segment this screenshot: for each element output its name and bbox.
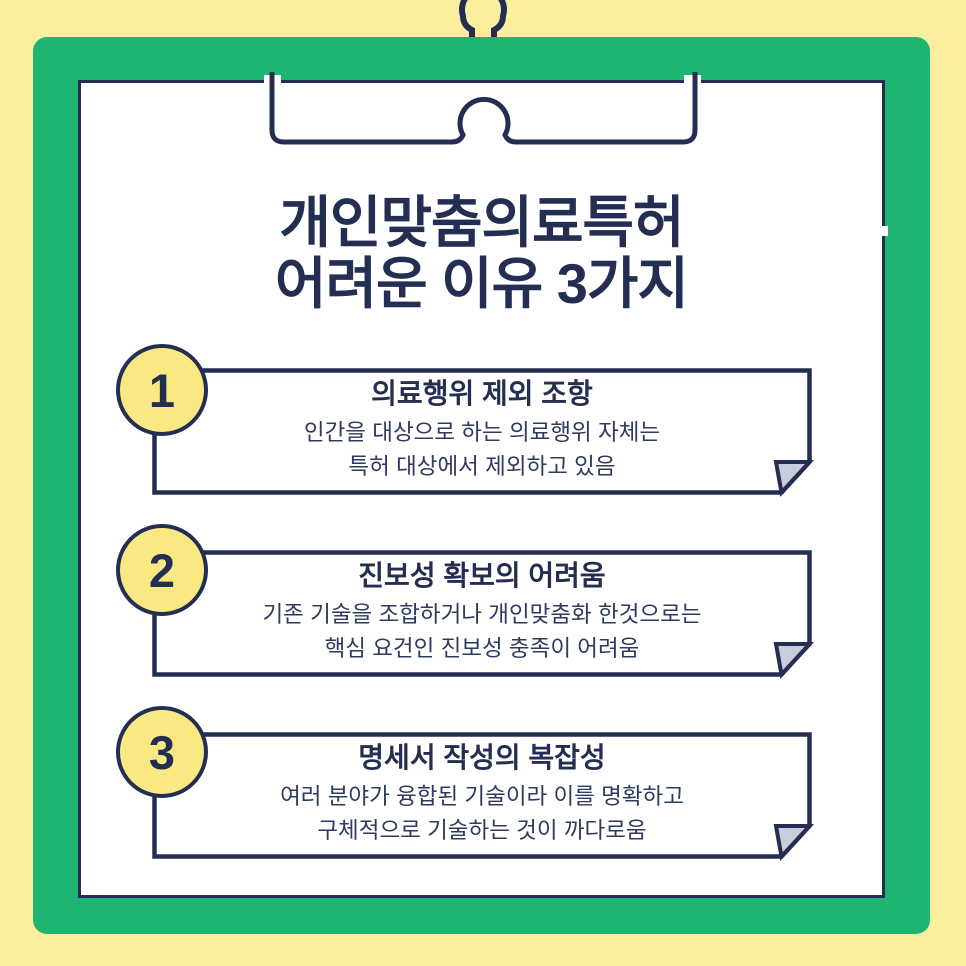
clip-bar-icon [264, 72, 701, 145]
folded-corner-icon [773, 824, 815, 861]
card-body: 여러 분야가 융합된 기술이라 이를 명확하고 구체적으로 기술하는 것이 까다… [280, 780, 684, 848]
card-body-line: 인간을 대상으로 하는 의료행위 자체는 [303, 420, 661, 445]
badge-number: 1 [148, 363, 176, 417]
card-body-line: 핵심 요건인 진보성 충족이 어려움 [324, 636, 640, 661]
reason-number-badge-1: 1 [116, 344, 208, 436]
page-title: 개인맞춤의료특허 어려운 이유 3가지 [78, 192, 885, 314]
badge-number: 2 [148, 543, 176, 597]
paper-border-notch [879, 226, 888, 236]
card-content: 의료행위 제외 조항 인간을 대상으로 하는 의료행위 자체는 특허 대상에서 … [152, 368, 812, 495]
badge-number: 3 [148, 725, 176, 779]
card-body-line: 기존 기술을 조합하거나 개인맞춤화 한것으로는 [262, 602, 702, 627]
card-body-line: 여러 분야가 융합된 기술이라 이를 명확하고 [280, 784, 684, 809]
page-title-line1: 개인맞춤의료특허 [279, 191, 684, 254]
card-body: 기존 기술을 조합하거나 개인맞춤화 한것으로는 핵심 요건인 진보성 충족이 … [262, 598, 701, 666]
card-heading: 진보성 확보의 어려움 [358, 560, 606, 591]
card-shape [152, 368, 815, 497]
clip-ring-icon [459, 0, 507, 42]
card-heading: 의료행위 제외 조항 [371, 378, 593, 409]
card-body-line: 구체적으로 기술하는 것이 까다로움 [317, 818, 647, 843]
reason-number-badge-3: 3 [116, 706, 208, 798]
reason-card-2: 진보성 확보의 어려움 기존 기술을 조합하거나 개인맞춤화 한것으로는 핵심 … [152, 550, 815, 679]
card-shape [152, 550, 815, 679]
reason-card-1: 의료행위 제외 조항 인간을 대상으로 하는 의료행위 자체는 특허 대상에서 … [152, 368, 815, 497]
folded-corner-icon [773, 642, 815, 679]
card-content: 명세서 작성의 복잡성 여러 분야가 융합된 기술이라 이를 명확하고 구체적으… [152, 732, 812, 859]
card-body: 인간을 대상으로 하는 의료행위 자체는 특허 대상에서 제외하고 있음 [304, 416, 660, 484]
folded-corner-icon [773, 460, 815, 497]
page-title-line2: 어려운 이유 3가지 [275, 252, 689, 315]
card-content: 진보성 확보의 어려움 기존 기술을 조합하거나 개인맞춤화 한것으로는 핵심 … [152, 550, 812, 677]
reason-number-badge-2: 2 [116, 524, 208, 616]
card-body-line: 특허 대상에서 제외하고 있음 [348, 454, 616, 479]
card-heading: 명세서 작성의 복잡성 [358, 742, 606, 773]
reason-card-3: 명세서 작성의 복잡성 여러 분야가 융합된 기술이라 이를 명확하고 구체적으… [152, 732, 815, 861]
card-shape [152, 732, 815, 861]
